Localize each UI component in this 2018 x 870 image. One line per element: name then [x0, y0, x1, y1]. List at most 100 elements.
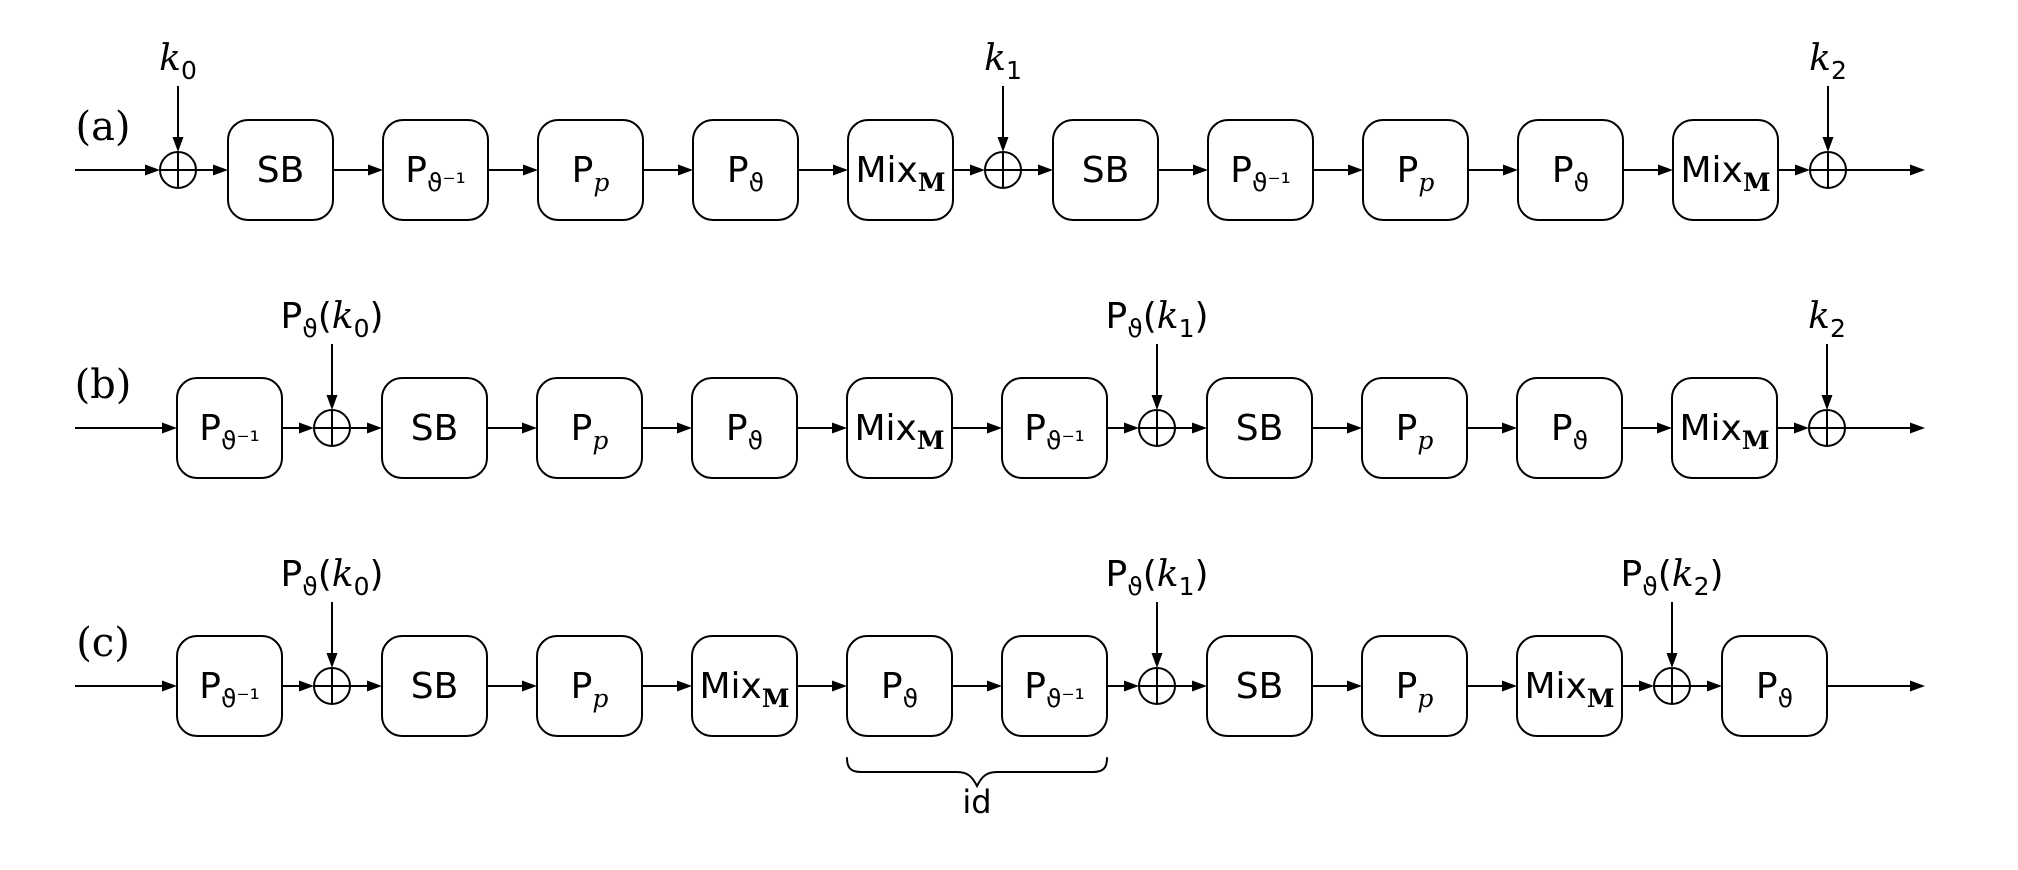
- arrowhead-icon: [1666, 653, 1678, 668]
- arrowhead-icon: [997, 137, 1009, 152]
- op-box-Ptheta: Pϑ: [692, 119, 799, 221]
- op-box-Pinv: Pϑ⁻¹: [176, 635, 283, 737]
- arrowhead-icon: [1503, 164, 1518, 176]
- op-box-label-Pinv: Pϑ⁻¹: [405, 150, 465, 197]
- op-box-label-Pp: Pp: [571, 408, 609, 455]
- op-box-label-Mix: MixM: [699, 666, 789, 713]
- arrowhead-icon: [1192, 680, 1207, 692]
- arrowhead-icon: [1821, 395, 1833, 410]
- op-box-label-Pinv: Pϑ⁻¹: [1230, 150, 1290, 197]
- op-box-label-SB: SB: [411, 666, 459, 707]
- arrowhead-icon: [678, 164, 693, 176]
- op-box-Ptheta: Pϑ: [1517, 119, 1624, 221]
- arrowhead-icon: [367, 422, 382, 434]
- arrowhead-icon: [1502, 422, 1517, 434]
- arrowhead-icon: [1794, 422, 1809, 434]
- row-label-a: (a): [75, 104, 130, 150]
- op-box-label-Pp: Pp: [1396, 666, 1434, 713]
- arrowhead-icon: [677, 680, 692, 692]
- op-box-label-Pp: Pp: [1396, 408, 1434, 455]
- key-label-k2: k2: [1808, 296, 1846, 343]
- xor-node: k2: [1808, 296, 1846, 447]
- op-box-label-Ptheta: Pϑ: [1756, 666, 1793, 713]
- op-box-label-Pp: Pp: [571, 666, 609, 713]
- op-box-label-Pp: Pp: [1397, 150, 1435, 197]
- arrowhead-icon: [1193, 164, 1208, 176]
- arrowhead-icon: [832, 680, 847, 692]
- arrowhead-icon: [1822, 137, 1834, 152]
- arrowhead-icon: [326, 653, 338, 668]
- key-label-k0: k0: [159, 38, 197, 85]
- arrowhead-icon: [1639, 680, 1654, 692]
- arrowhead-icon: [1124, 680, 1139, 692]
- arrowhead-icon: [1657, 422, 1672, 434]
- key-label-Pk0: Pϑ(k0): [280, 296, 383, 343]
- op-box-Mix: MixM: [847, 119, 954, 221]
- op-box-label-Mix: MixM: [1524, 666, 1614, 713]
- op-box-Ptheta: Pϑ: [691, 377, 798, 479]
- arrowhead-icon: [299, 422, 314, 434]
- arrowhead-icon: [145, 164, 160, 176]
- arrowhead-icon: [832, 422, 847, 434]
- arrowhead-icon: [213, 164, 228, 176]
- xor-node: Pϑ(k0): [280, 296, 384, 447]
- op-box-label-Ptheta: Pϑ: [881, 666, 918, 713]
- op-box-Mix: MixM: [1671, 377, 1778, 479]
- op-box-Mix: MixM: [1672, 119, 1779, 221]
- arrowhead-icon: [1151, 653, 1163, 668]
- op-box-Pp: Pp: [1362, 119, 1469, 221]
- key-label-Pk2: Pϑ(k2): [1620, 554, 1723, 601]
- op-box-Pinv: Pϑ⁻¹: [1001, 377, 1108, 479]
- op-box-label-SB: SB: [1236, 666, 1284, 707]
- arrowhead-icon: [1707, 680, 1722, 692]
- brace-label: id: [962, 783, 991, 821]
- row-label-c: (c): [76, 620, 130, 666]
- op-box-label-Pinv: Pϑ⁻¹: [1024, 408, 1084, 455]
- arrowhead-icon: [522, 422, 537, 434]
- op-box-Pp: Pp: [1361, 635, 1468, 737]
- op-box-label-Mix: MixM: [1680, 150, 1770, 197]
- op-box-SB: SB: [1052, 119, 1159, 221]
- arrowhead-icon: [1658, 164, 1673, 176]
- op-box-Pinv: Pϑ⁻¹: [176, 377, 283, 479]
- xor-node: Pϑ(k0): [280, 554, 384, 705]
- op-box-Pp: Pp: [536, 377, 643, 479]
- arrowhead-icon: [1347, 422, 1362, 434]
- op-box-Pp: Pp: [1361, 377, 1468, 479]
- op-box-SB: SB: [381, 377, 488, 479]
- xor-node: Pϑ(k1): [1105, 296, 1209, 447]
- key-label-Pk0: Pϑ(k0): [280, 554, 383, 601]
- op-box-Pp: Pp: [536, 635, 643, 737]
- arrowhead-icon: [833, 164, 848, 176]
- arrowhead-icon: [1151, 395, 1163, 410]
- op-box-SB: SB: [1206, 635, 1313, 737]
- op-box-Mix: MixM: [691, 635, 798, 737]
- key-label-Pk1: Pϑ(k1): [1105, 554, 1208, 601]
- arrowhead-icon: [987, 422, 1002, 434]
- xor-node: Pϑ(k2): [1620, 554, 1724, 705]
- key-label-Pk1: Pϑ(k1): [1105, 296, 1208, 343]
- op-box-label-Pinv: Pϑ⁻¹: [199, 408, 259, 455]
- row-label-b: (b): [75, 362, 132, 408]
- op-box-SB: SB: [1206, 377, 1313, 479]
- arrowhead-icon: [368, 164, 383, 176]
- arrowhead-icon: [522, 680, 537, 692]
- op-box-label-Ptheta: Pϑ: [726, 408, 763, 455]
- arrowhead-icon: [172, 137, 184, 152]
- op-box-Pp: Pp: [537, 119, 644, 221]
- op-box-Mix: MixM: [1516, 635, 1623, 737]
- op-box-label-Ptheta: Pϑ: [1552, 150, 1589, 197]
- arrowhead-icon: [367, 680, 382, 692]
- underbrace-icon: [846, 757, 1108, 789]
- key-label-k2: k2: [1809, 38, 1847, 85]
- arrowhead-icon: [1910, 422, 1925, 434]
- xor-node: k2: [1809, 38, 1847, 189]
- op-box-label-SB: SB: [257, 150, 305, 191]
- arrowhead-icon: [162, 680, 177, 692]
- op-box-label-SB: SB: [1082, 150, 1130, 191]
